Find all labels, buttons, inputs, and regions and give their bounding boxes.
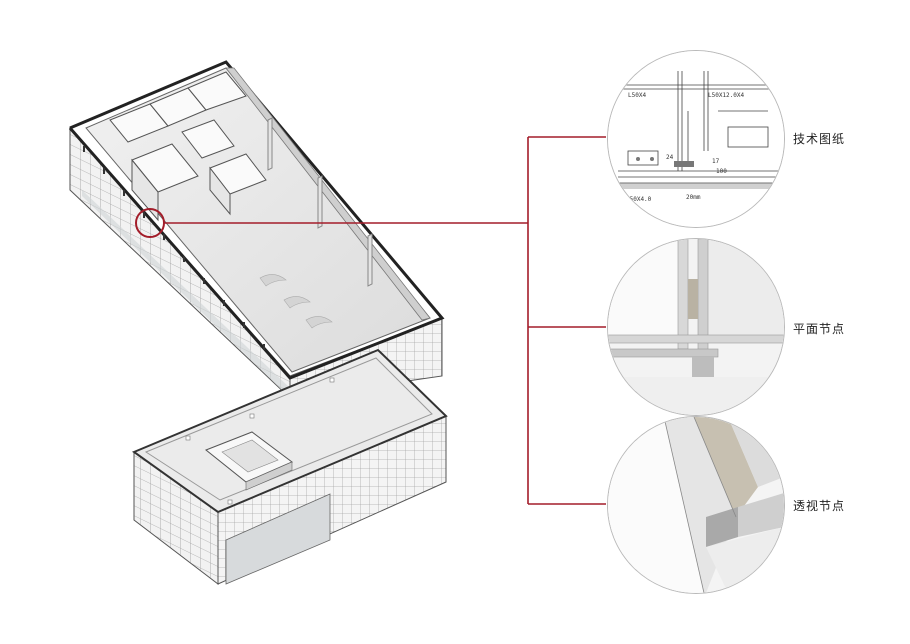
dim-label-e: 100 [716,168,727,175]
perspective-node-circle [607,416,785,594]
dim-label-g: 17 [712,158,720,165]
technical-drawing: L50X4 L50X12.0X4 L50X4.0 20mm 100 24 17 [608,51,784,227]
upper-block [68,60,445,400]
callout-label-perspective-node: 透视节点 [793,499,846,513]
upper-block-glazing [82,190,290,398]
lower-block-roof [131,348,448,514]
roof-markers [185,377,335,505]
upper-block-parapet [68,60,445,380]
lower-block-entrance [225,493,331,585]
dim-label-f: 24 [666,154,674,161]
plan-node-circle [607,238,785,416]
small-rooms [109,71,267,222]
leader-lines [164,136,606,505]
interior-partitions [267,117,373,287]
upper-block-back-wall [225,67,431,321]
dim-label-b: L50X12.0X4 [708,92,745,99]
technical-drawing-circle: L50X4 L50X12.0X4 L50X4.0 20mm 100 24 17 [607,50,785,228]
callout-label-plan-node: 平面节点 [793,322,846,336]
skylight [205,431,293,491]
dim-label-d: 20mm [686,194,701,201]
facade-mullions [83,146,265,350]
floor-logo [259,274,333,329]
plan-node-render [608,239,784,415]
dim-label-c: L50X4.0 [626,196,652,203]
lower-block [131,348,448,586]
perspective-node-render [608,417,784,593]
callout-label-technical-drawing: 技术图纸 [793,132,846,146]
dim-label-a: L50X4 [628,92,646,99]
